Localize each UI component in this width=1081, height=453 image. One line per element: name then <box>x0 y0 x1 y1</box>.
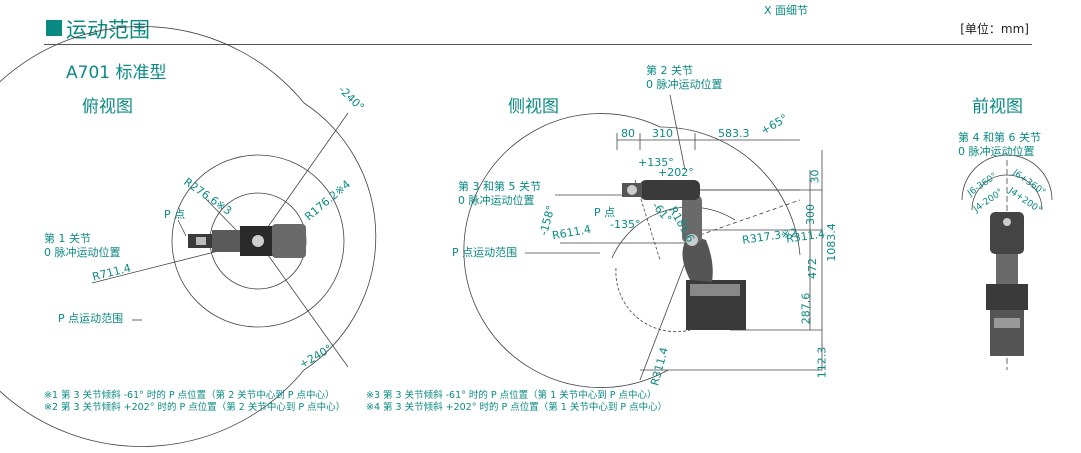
side-p-range: P 点运动范围 <box>452 246 518 259</box>
side-joint35-sub: 0 脉冲运动位置 <box>458 194 535 207</box>
side-dim-300: 300 <box>804 204 817 225</box>
top-p-range: P 点运动范围 <box>58 312 124 325</box>
top-r276-line <box>204 197 239 233</box>
top-inner-circle <box>171 154 345 328</box>
side-p-point: P 点 <box>594 206 616 219</box>
top-outer-arc <box>0 26 305 447</box>
section-marker <box>46 20 62 36</box>
side-angle-135p: +135° <box>638 156 674 169</box>
side-ray-c <box>634 179 661 261</box>
front-joint46-label: 第 4 和第 6 关节 <box>958 131 1041 144</box>
side-dim-287: 287.6 <box>799 292 813 325</box>
side-robot <box>622 180 746 330</box>
side-joint2-label: 第 2 关节 <box>646 64 693 77</box>
top-line-upper <box>257 112 349 242</box>
top-note: X 面细节 <box>764 4 809 17</box>
side-right-arc <box>659 126 801 256</box>
side-dim-80: 80 <box>621 127 635 140</box>
footnote-2: ※2 第 3 关节倾斜 +202° 时的 P 点位置（第 2 关节中心到 P 点… <box>44 402 346 413</box>
top-p-leader <box>177 219 187 237</box>
side-angle-135n: -135° <box>610 218 641 231</box>
side-joint2-leader <box>669 94 686 171</box>
side-dim-472: 472 <box>806 258 819 279</box>
model-title: A701 标准型 <box>66 63 167 83</box>
front-j-arc-outer <box>961 154 1053 201</box>
footnote-4: ※4 第 3 关节倾斜 +202° 时的 P 点位置（第 1 关节中心到 P 点… <box>366 402 668 413</box>
footnote-1: ※1 第 3 关节倾斜 -61° 时的 P 点位置（第 2 关节中心到 P 点中… <box>44 390 335 401</box>
front-j-arc-inner <box>971 174 1043 211</box>
side-view-title: 侧视图 <box>508 97 559 117</box>
side-joint2-sub: 0 脉冲运动位置 <box>646 78 723 91</box>
side-lower-arc <box>615 267 691 333</box>
top-joint1-sub: 0 脉冲运动位置 <box>44 246 121 259</box>
side-dim-112: 112.3 <box>815 346 829 379</box>
front-robot <box>986 212 1028 356</box>
header-rule <box>44 44 1032 45</box>
side-dim-583: 583.3 <box>718 127 750 140</box>
side-dim-1083: 1083.4 <box>824 223 838 262</box>
top-outer-arc-right <box>303 102 377 371</box>
side-ray-b <box>639 249 691 381</box>
top-joint1-label: 第 1 关节 <box>44 232 91 245</box>
front-joint46-sub: 0 脉冲运动位置 <box>958 145 1035 158</box>
top-view-title: 俯视图 <box>82 97 133 117</box>
side-inner-arc <box>611 206 736 259</box>
section-title: 运动范围 <box>66 18 150 42</box>
footnote-3: ※3 第 3 关节倾斜 -61° 时的 P 点位置（第 1 关节中心到 P 点中… <box>366 390 657 401</box>
side-outer-arc <box>463 113 669 388</box>
side-ray-a <box>699 199 801 236</box>
front-view-title: 前视图 <box>972 97 1023 117</box>
side-joint35-label: 第 3 和第 5 关节 <box>458 180 541 193</box>
side-dim-310: 310 <box>652 127 673 140</box>
unit-label: [单位：mm] <box>960 22 1029 36</box>
top-line-lower <box>257 240 349 368</box>
side-dim-30: 30 <box>808 169 822 184</box>
side-angle-202: +202° <box>658 166 694 179</box>
top-p-point: P 点 <box>164 208 186 221</box>
top-robot <box>188 224 306 258</box>
